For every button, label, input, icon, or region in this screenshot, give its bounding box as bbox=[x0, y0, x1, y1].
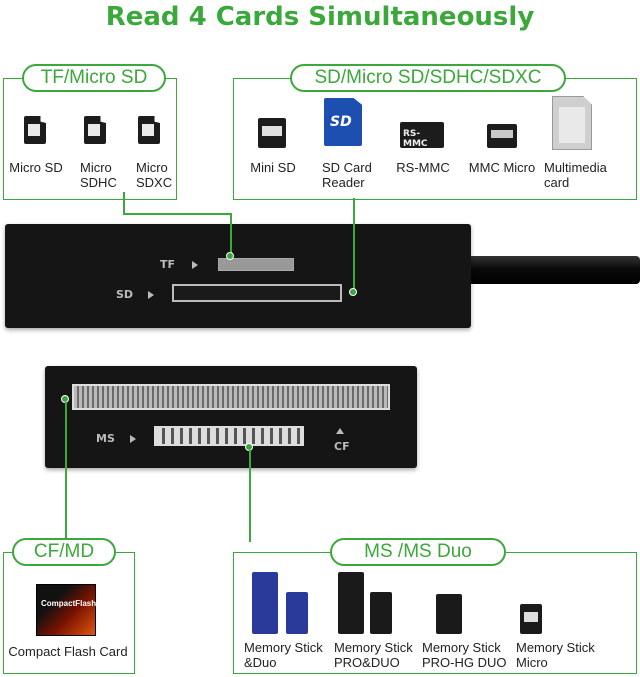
mmc-micro-card-icon bbox=[487, 124, 517, 148]
sd-logo-text: SD bbox=[330, 114, 352, 130]
tf-connector-dot bbox=[226, 252, 234, 260]
tf-slot-label: TF bbox=[160, 258, 176, 271]
card-label-memory-stick-pro-hg-duo: Memory Stick PRO-HG DUO bbox=[422, 640, 507, 670]
sd-connector-line bbox=[353, 198, 355, 290]
compact-flash-card-icon: CompactFlash bbox=[36, 584, 96, 636]
rs-mmc-card-icon: RS-MMC bbox=[400, 122, 444, 149]
page-title: Read 4 Cards Simultaneously bbox=[105, 2, 535, 32]
sd-slot bbox=[172, 284, 342, 302]
ms-slot-label: MS bbox=[96, 432, 115, 445]
sd-slot-arrow-icon bbox=[148, 291, 154, 299]
ms-panel-label: MS /MS Duo bbox=[330, 538, 506, 566]
rs-mmc-text: RS-MMC bbox=[403, 129, 428, 149]
card-label-compact-flash: Compact Flash Card bbox=[8, 644, 128, 659]
ms-slot-arrow-icon bbox=[130, 435, 136, 443]
upper-reader-body bbox=[5, 224, 471, 328]
cf-slot-label: CF bbox=[334, 440, 350, 453]
card-label-micro-sdhc: Micro SDHC bbox=[80, 160, 117, 190]
usb-cable bbox=[468, 256, 640, 284]
tf-connector-line bbox=[123, 192, 125, 214]
lower-reader-body bbox=[45, 366, 417, 468]
tf-connector-line-h bbox=[123, 213, 231, 215]
cf-slot-arrow-icon bbox=[336, 428, 344, 434]
memory-stick-duo-icon bbox=[286, 592, 308, 634]
card-label-memory-stick-pro-duo: Memory Stick PRO&DUO bbox=[334, 640, 413, 670]
card-label-micro-sdxc: Micro SDXC bbox=[136, 160, 173, 190]
memory-stick-micro-icon bbox=[520, 604, 542, 634]
card-label-multimedia-card: Multimedia card bbox=[544, 160, 607, 190]
sd-panel-label: SD/Micro SD/SDHC/SDXC bbox=[290, 64, 566, 92]
sd-slot-label: SD bbox=[116, 288, 134, 301]
tf-slot bbox=[218, 258, 294, 271]
sd-card-icon: SD bbox=[324, 98, 362, 146]
sd-connector-dot bbox=[349, 288, 357, 296]
card-label-mini-sd: Mini SD bbox=[250, 160, 296, 175]
tf-slot-arrow-icon bbox=[192, 261, 198, 269]
memory-stick-icon bbox=[252, 572, 278, 634]
cf-logo-text: CompactFlash bbox=[41, 599, 97, 608]
card-label-memory-stick-micro: Memory Stick Micro bbox=[516, 640, 595, 670]
card-label-sd-card-reader: SD Card Reader bbox=[322, 160, 372, 190]
memory-stick-pro-hg-duo-icon bbox=[436, 594, 462, 634]
tf-panel-label: TF/Micro SD bbox=[22, 64, 166, 92]
card-label-micro-sd: Micro SD bbox=[9, 160, 63, 175]
card-label-mmc-micro: MMC Micro bbox=[468, 160, 536, 175]
cf-slot bbox=[72, 384, 390, 410]
memory-stick-pro-icon bbox=[338, 572, 364, 634]
multimedia-card-icon bbox=[552, 96, 592, 150]
card-label-rs-mmc: RS-MMC bbox=[396, 160, 450, 175]
ms-slot bbox=[154, 426, 304, 446]
cf-connector-line bbox=[65, 402, 67, 542]
memory-stick-pro-duo-icon bbox=[370, 592, 392, 634]
ms-connector-line bbox=[249, 450, 251, 542]
cf-panel-label: CF/MD bbox=[12, 538, 116, 566]
card-label-memory-stick-duo: Memory Stick &Duo bbox=[244, 640, 323, 670]
tf-connector-line-v2 bbox=[230, 213, 232, 257]
mini-sd-card-icon bbox=[258, 118, 286, 148]
